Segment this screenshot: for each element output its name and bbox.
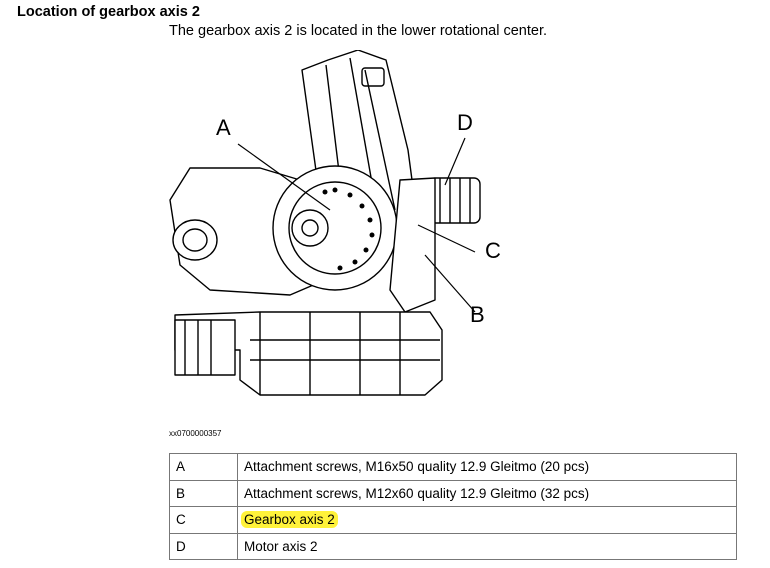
legend-text: Attachment screws, M16x50 quality 12.9 G… [237,453,737,481]
highlighted-text: Gearbox axis 2 [241,511,338,529]
callout-label-a: A [216,115,231,140]
legend-key: D [169,532,238,560]
table-row: B Attachment screws, M12x60 quality 12.9… [169,479,737,507]
legend-key: B [169,479,238,507]
callout-label-d: D [457,110,473,135]
table-row: A Attachment screws, M16x50 quality 12.9… [169,453,737,481]
legend-key: C [169,506,238,534]
robot-drawing [169,49,481,396]
callout-label-c: C [485,238,501,263]
legend-text: Attachment screws, M12x60 quality 12.9 G… [237,479,737,507]
page-heading: Location of gearbox axis 2 [17,4,200,20]
table-row: C Gearbox axis 2 [169,506,737,534]
figure-id: xx0700000357 [169,429,222,438]
legend-text: Motor axis 2 [237,532,737,560]
table-row: D Motor axis 2 [169,532,737,560]
callout-label-b: B [470,302,485,327]
legend-table: A Attachment screws, M16x50 quality 12.9… [169,453,737,560]
legend-key: A [169,453,238,481]
page-subtitle: The gearbox axis 2 is located in the low… [169,23,548,39]
legend-text-cell: Gearbox axis 2 [237,506,737,534]
robot-figure: A D C B [150,49,550,430]
